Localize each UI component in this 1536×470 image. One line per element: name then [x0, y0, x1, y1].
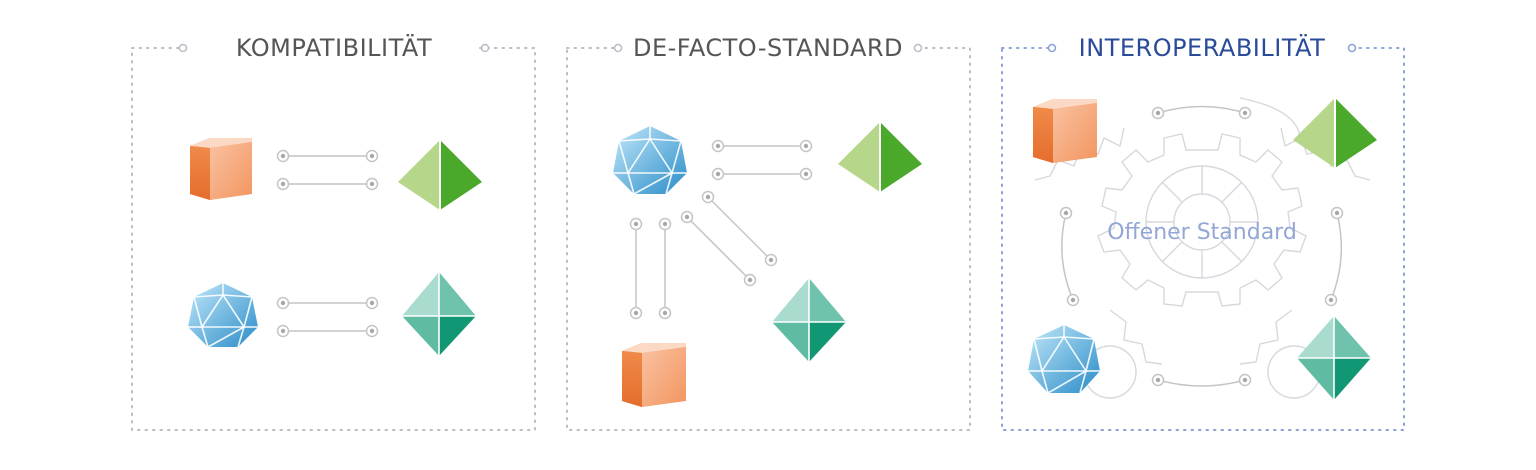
connector — [629, 139, 813, 320]
cube-icon — [1033, 99, 1097, 163]
panel-border — [131, 47, 536, 431]
connector — [1059, 106, 1344, 387]
icosahedron-icon — [188, 283, 258, 348]
panel-title-interoperabilitaet: INTEROPERABILITÄT — [1072, 34, 1332, 62]
panel-border — [1001, 47, 1405, 431]
connector — [276, 149, 379, 338]
pyramid-icon — [1293, 98, 1377, 168]
cube-icon — [190, 138, 252, 200]
pyramid-icon — [838, 122, 922, 192]
pyramid-icon — [398, 140, 482, 210]
cube-icon — [622, 343, 686, 407]
panel-kompatibilitaet — [131, 43, 536, 431]
panel-title-kompatibilitaet: KOMPATIBILITÄT — [229, 34, 439, 62]
octahedron-icon — [772, 278, 846, 362]
panel-interoperabilitaet — [1001, 43, 1405, 431]
center-label-offener-standard: Offener Standard — [1107, 220, 1297, 245]
connector — [1061, 105, 1343, 387]
icosahedron-icon — [613, 126, 687, 195]
panel-title-de-facto-standard: DE-FACTO-STANDARD — [626, 34, 910, 62]
octahedron-icon — [1297, 316, 1371, 400]
panel-border — [566, 47, 971, 431]
panel-de-facto-standard — [566, 43, 971, 431]
icosahedron-icon — [1028, 325, 1100, 394]
octahedron-icon — [402, 272, 476, 356]
